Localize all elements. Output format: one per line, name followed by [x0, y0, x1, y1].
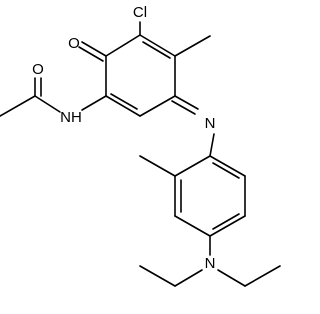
bond-aryl-d: [174, 215, 211, 237]
atom-label-n-amine: N: [205, 255, 216, 272]
bond-n-ethyl-right-a: [217, 269, 246, 287]
atom-label-o-acetyl: O: [32, 61, 44, 78]
bond-n-ethyl-left-a: [174, 269, 203, 287]
bond-ring-c6-c1-inner: [110, 93, 138, 110]
bond-acyl-methyl: [0, 95, 36, 117]
bond-methyl-upper: [174, 35, 211, 57]
atom-label-nh: NH: [60, 109, 82, 126]
bond-c-nh: [81, 95, 107, 111]
quinone-ring: [105, 34, 176, 117]
bond-ring-c5-c6: [139, 95, 176, 117]
chemical-structure-diagram: Cl O O NH N N: [0, 4, 281, 287]
bond-carbonyl-ring-1: [81, 41, 107, 57]
bond-ring-ccl-c4: [139, 34, 176, 57]
bond-n-ethyl-left-b: [139, 265, 176, 287]
bond-aryl-c-inner: [212, 213, 240, 230]
bond-n-ethyl-right-b: [244, 265, 281, 287]
bond-carbonyl-ring-2: [78, 46, 104, 62]
bond-aryl-c: [209, 215, 246, 237]
atom-label-cl: Cl: [133, 4, 147, 21]
bond-nh-acyl: [34, 95, 61, 113]
atom-label-n-imine: N: [205, 115, 216, 132]
bond-ring-ccl-c4-inner: [142, 41, 171, 59]
bond-n-aryl: [209, 133, 215, 157]
bond-imine-1: [174, 95, 199, 110]
bond-aryl-f: [174, 155, 211, 177]
bond-ring-c2-c3: [105, 34, 141, 57]
aromatic-ring: [174, 155, 246, 237]
bond-ring-c6-c1: [105, 95, 141, 117]
atom-label-o-ring: O: [68, 35, 80, 52]
bond-methyl-lower: [139, 155, 176, 177]
bond-imine-2: [171, 100, 196, 115]
bond-aryl-a-inner: [212, 162, 240, 179]
bond-aryl-a: [209, 155, 246, 177]
